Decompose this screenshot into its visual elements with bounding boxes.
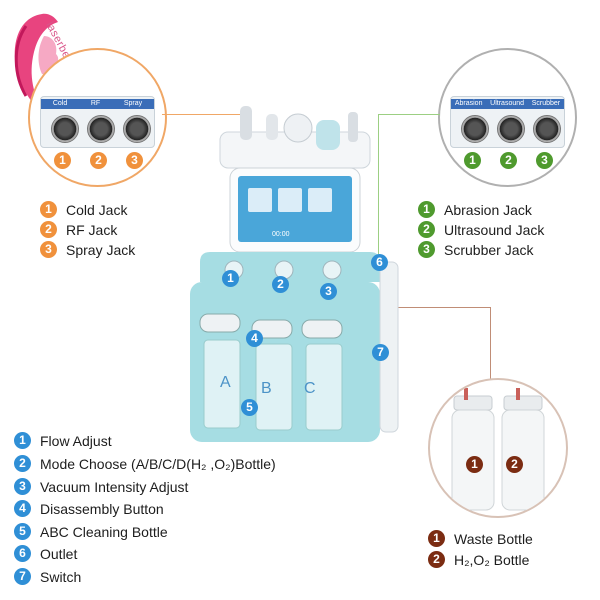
- legend-number: 6: [14, 545, 31, 562]
- machine-marker-1: 1: [222, 270, 239, 287]
- bottle-callout-number-1: 1: [466, 456, 483, 473]
- jack-panel-labels: Cold RF Spray: [41, 99, 154, 109]
- bottle-legend-item-1: 1 Waste Bottle: [428, 530, 533, 547]
- rf-jack: [87, 115, 115, 143]
- legend-number: 3: [14, 478, 31, 495]
- legend-text: Spray Jack: [66, 241, 136, 258]
- connector-right-vertical: [378, 114, 379, 254]
- panel-label-ultrasound: Ultrasound: [490, 100, 525, 107]
- legend-text: Switch: [40, 568, 82, 585]
- left-legend-item-2: 2 RF Jack: [40, 221, 117, 238]
- jack-callout-right: Abrasion Ultrasound Scrubber 1 2 3: [438, 48, 577, 187]
- legend-text: H₂,O₂ Bottle: [454, 551, 530, 568]
- bottle-letter-c: C: [304, 380, 316, 397]
- bottle-letter-b: B: [261, 380, 272, 397]
- cold-jack: [51, 115, 79, 143]
- legend-text: Disassembly Button: [40, 500, 164, 517]
- callout-right-number-3: 3: [536, 152, 553, 169]
- panel-label-abrasion: Abrasion: [454, 100, 483, 107]
- panel-label-scrubber: Scrubber: [531, 100, 561, 107]
- bottles-illustration: [451, 388, 545, 511]
- legend-text: Outlet: [40, 545, 78, 562]
- legend-text: ABC Cleaning Bottle: [40, 523, 168, 540]
- legend-number: 4: [14, 500, 31, 517]
- jack-panel-labels: Abrasion Ultrasound Scrubber: [451, 99, 564, 109]
- legend-text: Mode Choose (A/B/C/D(H₂ ,O₂)Bottle): [40, 455, 276, 472]
- right-legend-item-2: 2 Ultrasound Jack: [418, 221, 544, 238]
- spray-jack: [123, 115, 151, 143]
- bottom-legend-item-3: 3 Vacuum Intensity Adjust: [14, 478, 188, 495]
- hydrafacial-machine: [180, 92, 400, 450]
- legend-number: 1: [428, 530, 445, 547]
- connector-left-horizontal: [162, 114, 240, 115]
- screen-readout: 00:00: [272, 231, 290, 238]
- right-legend-item-1: 1 Abrasion Jack: [418, 201, 532, 218]
- callout-right-number-1: 1: [464, 152, 481, 169]
- scrubber-jack: [533, 115, 561, 143]
- machine-marker-2: 2: [272, 276, 289, 293]
- legend-text: Flow Adjust: [40, 432, 112, 449]
- left-legend-item-3: 3 Spray Jack: [40, 241, 135, 258]
- bottom-legend-item-1: 1 Flow Adjust: [14, 432, 112, 449]
- machine-marker-6: 6: [371, 254, 388, 271]
- panel-label-spray: Spray: [123, 100, 143, 107]
- legend-number: 2: [40, 221, 57, 238]
- legend-number: 2: [428, 551, 445, 568]
- legend-number: 7: [14, 568, 31, 585]
- machine-marker-3: 3: [320, 283, 337, 300]
- bottle-callout: 1 2: [428, 378, 568, 518]
- abrasion-jack: [461, 115, 489, 143]
- jack-panel-left: Cold RF Spray: [40, 96, 155, 148]
- legend-text: Abrasion Jack: [444, 201, 532, 218]
- bottom-legend-item-4: 4 Disassembly Button: [14, 500, 164, 517]
- bottle-legend-item-2: 2 H₂,O₂ Bottle: [428, 551, 529, 568]
- legend-number: 1: [40, 201, 57, 218]
- callout-left-number-3: 3: [126, 152, 143, 169]
- legend-number: 2: [14, 455, 31, 472]
- legend-text: Ultrasound Jack: [444, 221, 545, 238]
- right-legend-item-3: 3 Scrubber Jack: [418, 241, 533, 258]
- callout-left-number-2: 2: [90, 152, 107, 169]
- bottle-letter-a: A: [220, 374, 231, 391]
- legend-number: 3: [40, 241, 57, 258]
- legend-text: RF Jack: [66, 221, 118, 238]
- panel-label-cold: Cold: [52, 100, 68, 107]
- legend-number: 1: [418, 201, 435, 218]
- ultrasound-jack: [497, 115, 525, 143]
- legend-number: 1: [14, 432, 31, 449]
- panel-label-rf: RF: [90, 100, 101, 107]
- callout-left-number-1: 1: [54, 152, 71, 169]
- legend-text: Waste Bottle: [454, 530, 533, 547]
- machine-marker-7: 7: [372, 344, 389, 361]
- bottom-legend-item-6: 6 Outlet: [14, 545, 77, 562]
- jack-callout-left: Cold RF Spray 1 2 3: [28, 48, 167, 187]
- bottom-legend-item-5: 5 ABC Cleaning Bottle: [14, 523, 168, 540]
- bottom-legend-item-7: 7 Switch: [14, 568, 81, 585]
- machine-marker-4: 4: [246, 330, 263, 347]
- legend-text: Scrubber Jack: [444, 241, 534, 258]
- connector-right-horizontal: [378, 114, 440, 115]
- jack-panel-right: Abrasion Ultrasound Scrubber: [450, 96, 565, 148]
- callout-right-number-2: 2: [500, 152, 517, 169]
- bottom-legend-item-2: 2 Mode Choose (A/B/C/D(H₂ ,O₂)Bottle): [14, 455, 276, 472]
- bottle-callout-number-2: 2: [506, 456, 523, 473]
- connector-bottle-vertical: [490, 307, 491, 385]
- left-legend-item-1: 1 Cold Jack: [40, 201, 127, 218]
- legend-text: Vacuum Intensity Adjust: [40, 478, 189, 495]
- legend-number: 3: [418, 241, 435, 258]
- legend-number: 5: [14, 523, 31, 540]
- legend-text: Cold Jack: [66, 201, 128, 218]
- legend-number: 2: [418, 221, 435, 238]
- connector-bottle-horizontal: [384, 307, 490, 308]
- machine-marker-5: 5: [241, 399, 258, 416]
